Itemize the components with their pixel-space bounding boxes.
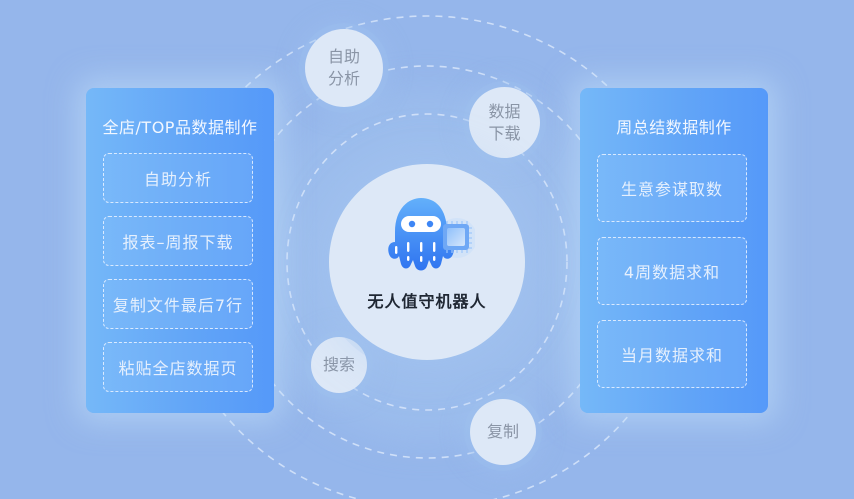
left-item-self-analysis[interactable]: 自助分析 — [103, 153, 253, 203]
bubble-copy[interactable]: 复制 — [470, 399, 536, 465]
left-item-report-download[interactable]: 报表–周报下载 — [103, 216, 253, 266]
bubble-search-label: 搜索 — [322, 355, 355, 374]
right-panel-title: 周总结数据制作 — [616, 118, 732, 137]
left-panel-title: 全店/TOP品数据制作 — [102, 118, 258, 137]
left-panel-full-store-data: 全店/TOP品数据制作 自助分析 报表–周报下载 复制文件最后7行 粘贴全店数据… — [86, 88, 274, 413]
bubble-copy-label: 复制 — [486, 422, 519, 441]
right-item-business-advisor-fetch[interactable]: 生意参谋取数 — [597, 154, 747, 222]
center-robot-node[interactable]: 无人值守机器人 — [329, 164, 525, 360]
left-item-copy-last-rows[interactable]: 复制文件最后7行 — [103, 279, 253, 329]
bubble-self-analysis-line1: 自助 — [327, 47, 360, 66]
right-item-month-sum[interactable]: 当月数据求和 — [597, 320, 747, 388]
bubble-self-analysis-line2: 分析 — [327, 69, 360, 88]
bubble-data-download[interactable]: 数据 下载 — [469, 87, 540, 158]
right-item-4week-sum[interactable]: 4周数据求和 — [597, 237, 747, 305]
bubble-search[interactable]: 搜索 — [311, 337, 367, 393]
orbit-inner — [286, 113, 568, 411]
bubble-data-download-line1: 数据 — [488, 101, 521, 121]
center-label: 无人值守机器人 — [367, 292, 487, 311]
bubble-self-analysis[interactable]: 自助 分析 — [305, 29, 383, 107]
bubble-data-download-line2: 下载 — [488, 123, 521, 143]
octopus-robot-chip-icon — [388, 198, 475, 271]
right-panel-weekly-summary: 周总结数据制作 生意参谋取数 4周数据求和 当月数据求和 — [580, 88, 768, 413]
chip-icon — [443, 221, 472, 253]
left-item-paste-store-data[interactable]: 粘贴全店数据页 — [103, 342, 253, 392]
